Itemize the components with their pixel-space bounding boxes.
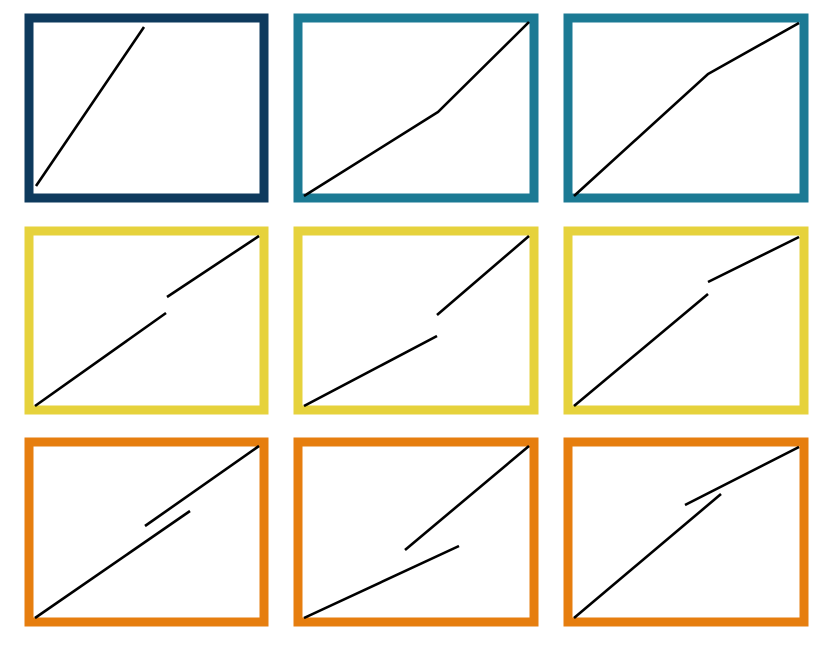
panel-3-2: [293, 437, 539, 627]
panel-2-3: [563, 226, 809, 415]
line-segment-1: [303, 334, 438, 408]
line-segment-1: [303, 21, 530, 198]
line-segment-2: [166, 234, 260, 299]
line-segment-1: [573, 21, 800, 197]
panel-frame: [563, 226, 809, 415]
line-segment-1: [34, 509, 191, 620]
panel-frame: [24, 437, 269, 627]
panel-frame: [24, 13, 269, 203]
panel-frame: [293, 226, 539, 415]
panel-3-1: [24, 437, 269, 627]
panel-1-3: [563, 13, 809, 203]
line-segment-1: [573, 293, 709, 407]
panel-frame: [293, 13, 539, 203]
panel-frame: [563, 13, 809, 203]
panel-2-2: [293, 226, 539, 415]
panel-frame: [563, 437, 809, 627]
line-segment-1: [303, 544, 460, 620]
line-segment-2: [707, 235, 800, 284]
line-segment-2: [684, 445, 800, 507]
line-segment-2: [404, 445, 530, 551]
panel-frame: [24, 226, 269, 415]
panel-2-1: [24, 226, 269, 415]
line-segment-1: [573, 493, 722, 619]
panel-3-3: [563, 437, 809, 627]
line-segment-2: [144, 444, 260, 528]
line-segment-2: [436, 235, 530, 316]
panel-1-1: [24, 13, 269, 203]
panel-1-2: [293, 13, 539, 203]
line-segment-1: [34, 311, 167, 408]
panel-frame: [293, 437, 539, 627]
line-segment-1: [34, 26, 146, 187]
